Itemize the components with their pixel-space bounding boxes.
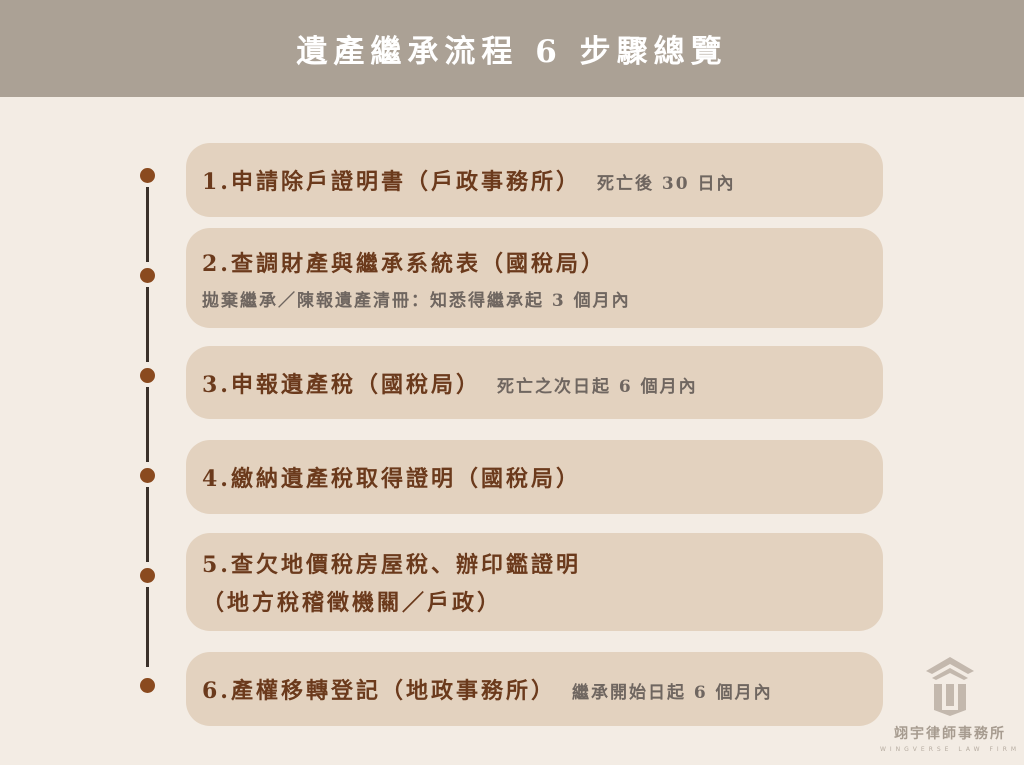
step-title: 3.申報遺產稅（國稅局） xyxy=(202,371,481,398)
step-card-6: 6.產權移轉登記（地政事務所） 繼承開始日起 6 個月內 xyxy=(186,652,883,726)
timeline-connector xyxy=(146,387,149,462)
step-title: 6.產權移轉登記（地政事務所） xyxy=(202,678,556,704)
timeline-connector xyxy=(146,187,149,262)
step-deadline: 死亡之次日起 6 個月內 xyxy=(496,376,698,397)
timeline-connector xyxy=(146,287,149,362)
timeline-connector xyxy=(146,587,149,667)
step-deadline: 死亡後 30 日內 xyxy=(596,174,736,194)
step-card-5: 5.查欠地價稅房屋稅、辦印鑑證明 （地方稅稽徵機關／戶政） xyxy=(186,533,883,631)
step-card-2: 2.查調財產與繼承系統表（國稅局） 拋棄繼承／陳報遺產清冊：知悉得繼承起 3 個… xyxy=(186,228,883,328)
timeline-dot-3 xyxy=(140,368,155,383)
law-firm-logo: 翊宇律師事務所 WINGVERSE LAW FIRM xyxy=(880,655,1016,755)
timeline-dot-2 xyxy=(140,268,155,283)
step-card-1: 1.申請除戶證明書（戶政事務所） 死亡後 30 日內 xyxy=(186,143,883,217)
timeline-connector xyxy=(146,487,149,562)
step-title: 1.申請除戶證明書（戶政事務所） xyxy=(202,169,581,195)
timeline-dot-6 xyxy=(140,678,155,693)
step-card-3: 3.申報遺產稅（國稅局） 死亡之次日起 6 個月內 xyxy=(186,346,883,419)
step-title: 4.繳納遺產稅取得證明（國稅局） xyxy=(202,466,581,492)
logo-firm-name: 翊宇律師事務所 xyxy=(894,726,1006,742)
page-title: 遺產繼承流程 6 步驟總覽 xyxy=(296,34,728,70)
timeline-dot-4 xyxy=(140,468,155,483)
step-deadline: 拋棄繼承／陳報遺產清冊：知悉得繼承起 3 個月內 xyxy=(202,290,631,311)
step-deadline: 繼承開始日起 6 個月內 xyxy=(571,683,773,703)
timeline xyxy=(140,165,156,705)
timeline-dot-1 xyxy=(140,168,155,183)
logo-firm-english: WINGVERSE LAW FIRM xyxy=(879,746,1021,753)
step-title-line2: （地方稅稽徵機關／戶政） xyxy=(202,590,503,616)
step-title: 2.查調財產與繼承系統表（國稅局） xyxy=(202,250,606,277)
timeline-dot-5 xyxy=(140,568,155,583)
pillar-logo-icon xyxy=(926,657,974,716)
step-title: 5.查欠地價稅房屋稅、辦印鑑證明 xyxy=(202,552,581,578)
header-banner: 遺產繼承流程 6 步驟總覽 xyxy=(0,0,1024,97)
step-card-4: 4.繳納遺產稅取得證明（國稅局） xyxy=(186,440,883,514)
